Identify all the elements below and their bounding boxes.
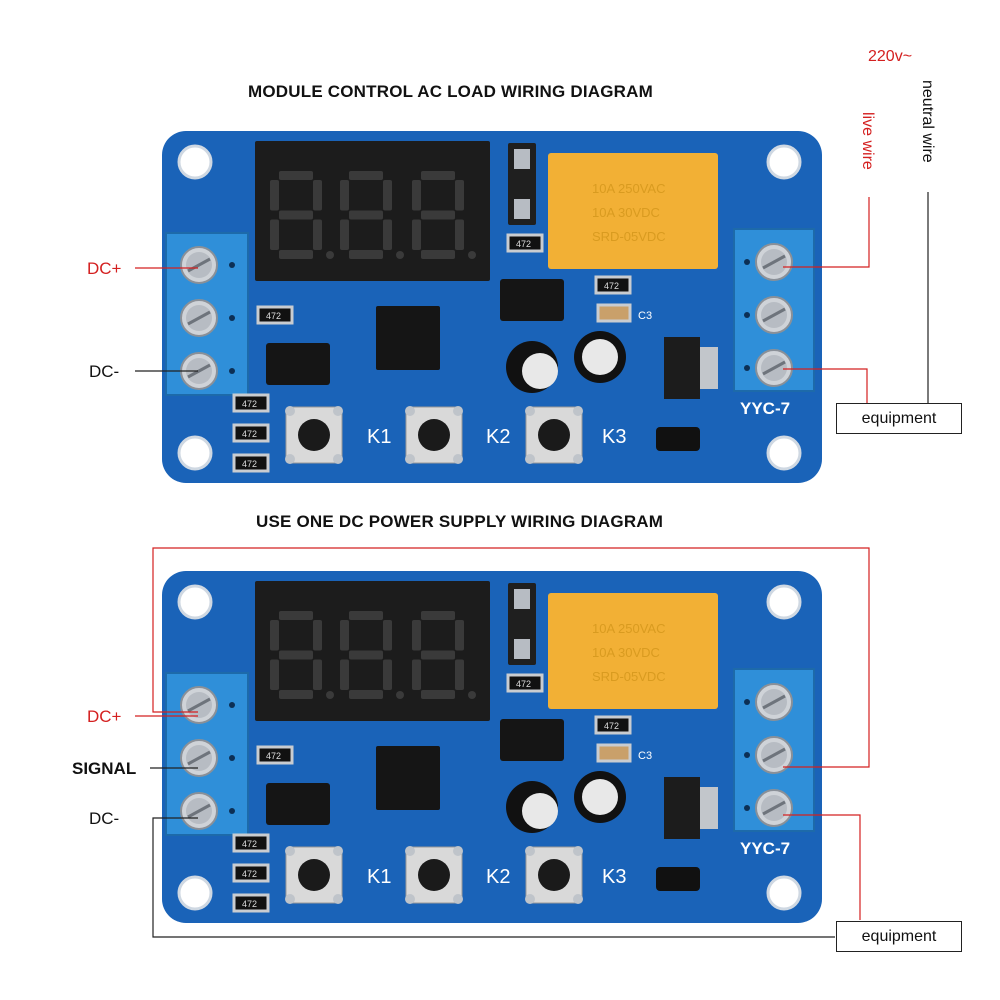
optocoupler-b-2: [266, 783, 330, 825]
relay-text-2-1: 10A 30VDC: [592, 645, 660, 660]
smd-code-1-3: 472: [242, 399, 257, 409]
bottom-jumper-1: [656, 427, 700, 451]
signal-label-2: SIGNAL: [72, 759, 137, 778]
button-label-k1-1: K1: [367, 426, 391, 448]
dc-plus-label-1: DC+: [87, 259, 122, 278]
equipment-box-2: equipment: [836, 921, 962, 952]
live-wire-label: live wire: [859, 112, 876, 170]
relay-text-2-0: 10A 250VAC: [592, 621, 665, 636]
supply-voltage-label: 220v~: [868, 48, 913, 65]
bottom-jumper-2: [656, 867, 700, 891]
smd-code-2-4: 472: [242, 869, 257, 879]
button-label-k2-2: K2: [486, 866, 510, 888]
relay-text-1-2: SRD-05VDC: [592, 229, 666, 244]
smd-capacitor-1: [596, 303, 632, 323]
button-label-k3-1: K3: [602, 426, 626, 448]
diagram2-title: USE ONE DC POWER SUPPLY WIRING DIAGRAM: [256, 512, 664, 531]
smd-code-1-4: 472: [242, 429, 257, 439]
smd-code-1-5: 472: [242, 459, 257, 469]
c3-label-1: C3: [638, 310, 652, 322]
optocoupler-1: [500, 279, 564, 321]
regulator-2: [664, 777, 700, 839]
optocoupler-b-1: [266, 343, 330, 385]
smd-code-1-0: 472: [516, 239, 531, 249]
smd-resistor-1-5: [232, 453, 270, 473]
relay-module-board-2: 10A 250VAC 10A 30VDC SRD-05VDC 472 472 472 472…: [162, 571, 822, 923]
smd-code-1-2: 472: [266, 311, 281, 321]
regulator-1: [664, 337, 700, 399]
button-label-k2-1: K2: [486, 426, 510, 448]
model-label-2: YYC-7: [740, 839, 790, 858]
optocoupler-2: [500, 719, 564, 761]
relay-text-2-2: SRD-05VDC: [592, 669, 666, 684]
smd-code-2-0: 472: [516, 679, 531, 689]
dc-plus-label-2: DC+: [87, 707, 122, 726]
button-label-k3-2: K3: [602, 866, 626, 888]
smd-resistor-1-2: [256, 305, 294, 325]
equipment-box-1: equipment: [836, 403, 962, 434]
relay-module-board-1: 10A 250VAC 10A 30VDC SRD-05VDC 472 472 472 472…: [162, 131, 822, 483]
smd-capacitor-2: [596, 743, 632, 763]
neutral-wire-label: neutral wire: [919, 80, 936, 163]
smd-resistor-1-1: [594, 275, 632, 295]
dc-minus-label-1: DC-: [89, 362, 120, 381]
c3-label-2: C3: [638, 750, 652, 762]
smd-code-2-1: 472: [604, 721, 619, 731]
smd-code-2-2: 472: [266, 751, 281, 761]
relay-1: [548, 153, 718, 269]
diagram1-title: MODULE CONTROL AC LOAD WIRING DIAGRAM: [248, 82, 653, 101]
relay-text-1-1: 10A 30VDC: [592, 205, 660, 220]
smd-resistor-1-0: [506, 233, 544, 253]
button-label-k1-2: K1: [367, 866, 391, 888]
smd-resistor-1-4: [232, 423, 270, 443]
smd-code-2-5: 472: [242, 899, 257, 909]
smd-resistor-1-3: [232, 393, 270, 413]
model-label-1: YYC-7: [740, 399, 790, 418]
smd-code-2-3: 472: [242, 839, 257, 849]
relay-text-1-0: 10A 250VAC: [592, 181, 665, 196]
dc-minus-label-2: DC-: [89, 809, 120, 828]
smd-code-1-1: 472: [604, 281, 619, 291]
